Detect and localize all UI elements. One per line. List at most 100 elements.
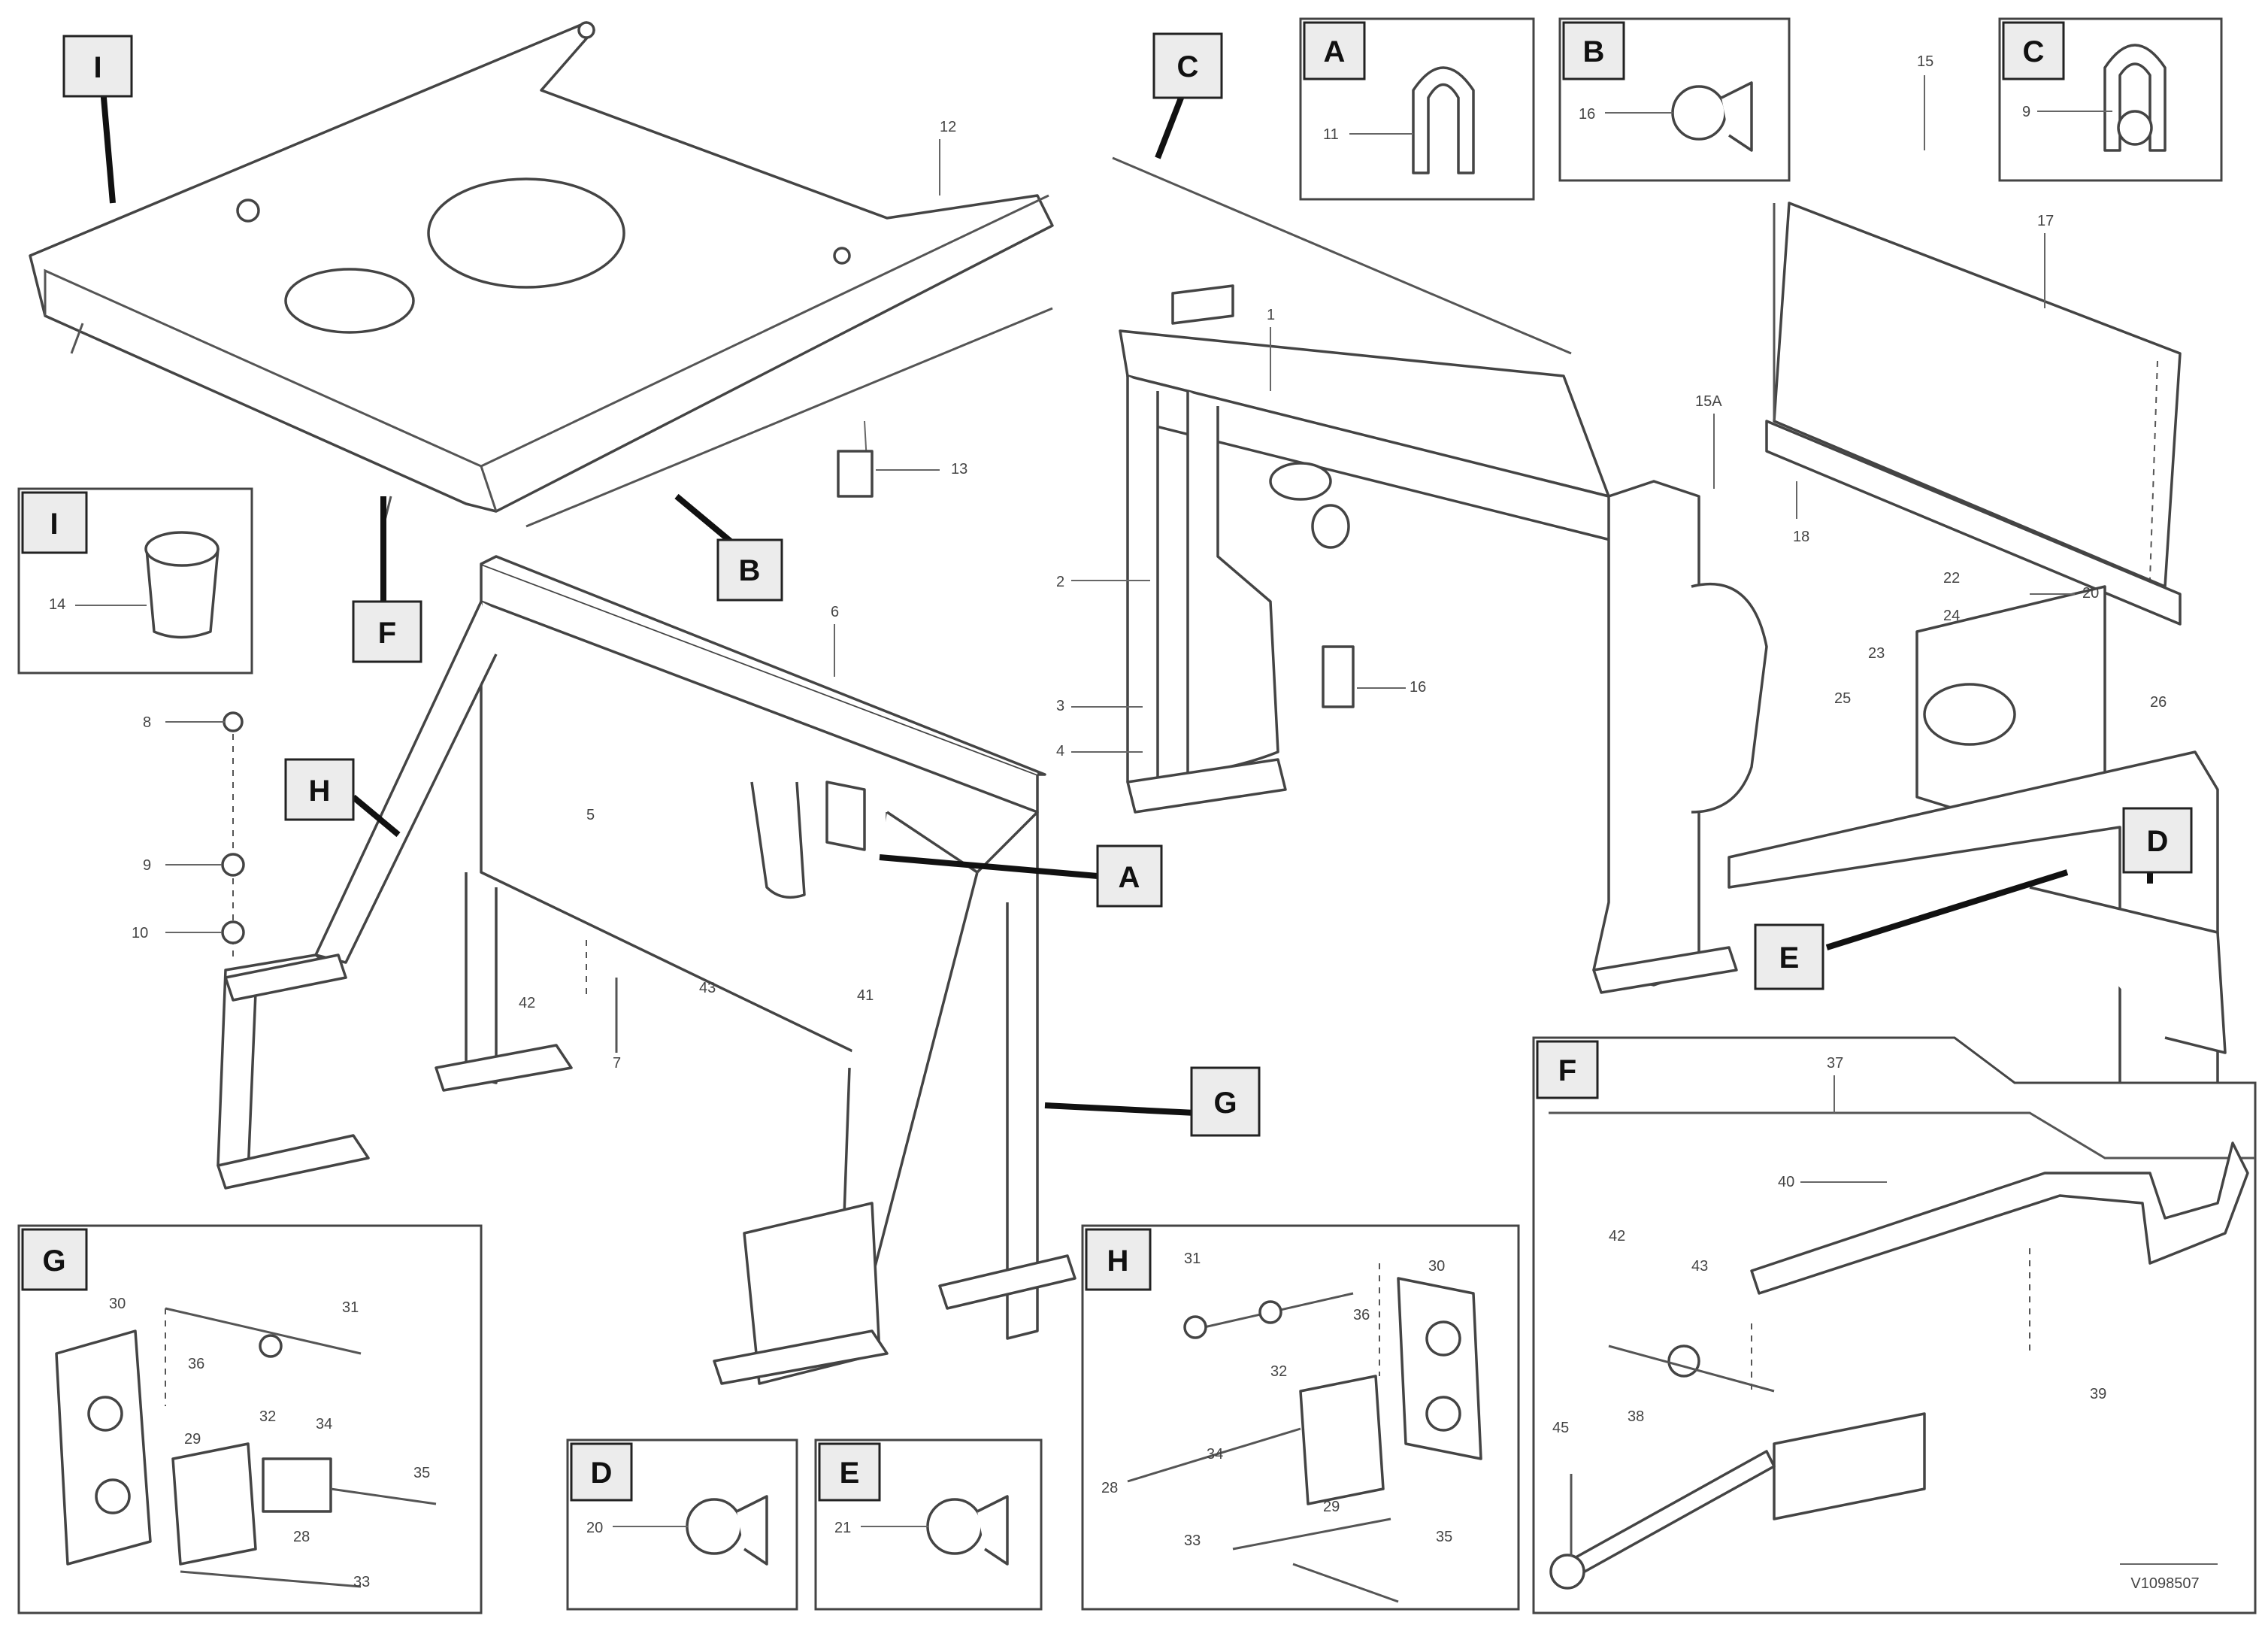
inset-i: I 14 bbox=[17, 487, 253, 675]
inset-f-part-43: 43 bbox=[1691, 1258, 1708, 1275]
part-15-label: 15 bbox=[1917, 53, 1933, 70]
part-42-label: 42 bbox=[519, 995, 535, 1011]
part-2-label: 2 bbox=[1056, 574, 1064, 590]
inset-f: F bbox=[1532, 1036, 2257, 1614]
callout-d: D bbox=[2147, 825, 2169, 858]
part-7-label: 7 bbox=[613, 1055, 621, 1072]
inset-h-part-30: 30 bbox=[1428, 1258, 1445, 1275]
callout-g: G bbox=[1213, 1087, 1237, 1120]
inset-f-part-40: 40 bbox=[1778, 1174, 1794, 1190]
inset-g-part-32: 32 bbox=[259, 1408, 276, 1425]
inset-g-part-30: 30 bbox=[109, 1296, 126, 1312]
part-22-label: 22 bbox=[1943, 570, 1960, 587]
inset-a: A 11 bbox=[1299, 17, 1535, 201]
callout-f: F bbox=[378, 617, 396, 650]
inset-g-part-35: 35 bbox=[413, 1465, 430, 1481]
inset-g-part-29: 29 bbox=[184, 1431, 201, 1448]
callout-c: C bbox=[1177, 50, 1199, 83]
part-10-label: 10 bbox=[132, 925, 148, 941]
callout-i: I bbox=[93, 51, 101, 84]
callout-b: B bbox=[739, 554, 761, 587]
inset-c: C 9 bbox=[1998, 17, 2223, 182]
inset-g: G bbox=[17, 1224, 483, 1614]
inset-g-part-34: 34 bbox=[316, 1416, 332, 1432]
part-5-label: 5 bbox=[586, 807, 595, 823]
inset-h-part-29: 29 bbox=[1323, 1499, 1340, 1515]
callout-g-tag bbox=[1190, 1066, 1261, 1137]
callout-c-tag bbox=[1152, 32, 1223, 99]
part-26-label: 26 bbox=[2150, 694, 2167, 711]
inset-g-letter: G bbox=[42, 1244, 65, 1278]
right-panel bbox=[1727, 202, 2227, 1099]
part-23-label: 23 bbox=[1868, 645, 1885, 662]
inset-a-letter: A bbox=[1324, 35, 1346, 68]
inset-a-part: 11 bbox=[1323, 126, 1339, 143]
part-3-label: 3 bbox=[1056, 698, 1064, 714]
inset-c-part: 9 bbox=[2022, 104, 2030, 120]
callout-a: A bbox=[1119, 861, 1140, 894]
part-1-label: 1 bbox=[1267, 307, 1275, 323]
inset-f-part-42: 42 bbox=[1609, 1228, 1625, 1244]
inset-d-letter: D bbox=[591, 1457, 613, 1490]
inset-d-part: 20 bbox=[586, 1520, 603, 1536]
part-9-label: 9 bbox=[143, 857, 151, 874]
callout-e-tag bbox=[1754, 923, 1824, 990]
inset-h-part-36: 36 bbox=[1353, 1307, 1370, 1323]
part-16-label: 16 bbox=[1410, 679, 1426, 696]
part-25-label: 25 bbox=[1834, 690, 1851, 707]
part-15a-label: 15A bbox=[1695, 393, 1722, 410]
inset-g-part-28: 28 bbox=[293, 1529, 310, 1545]
part-8-label: 8 bbox=[143, 714, 151, 731]
inset-b-part: 16 bbox=[1579, 106, 1595, 123]
callout-d-tag bbox=[2122, 807, 2193, 874]
part-12-label: 12 bbox=[940, 119, 956, 135]
callout-h-tag bbox=[284, 758, 355, 821]
inset-f-part-37: 37 bbox=[1827, 1055, 1843, 1072]
part-41-label: 41 bbox=[857, 987, 874, 1004]
inset-f-part-39: 39 bbox=[2090, 1386, 2106, 1402]
inset-g-part-33: 33 bbox=[353, 1574, 370, 1590]
inset-g-part-36: 36 bbox=[188, 1356, 204, 1372]
inset-h-part-28: 28 bbox=[1101, 1480, 1118, 1496]
part-43-label: 43 bbox=[699, 980, 716, 996]
inset-c-letter: C bbox=[2023, 35, 2045, 68]
inset-e: E 21 bbox=[814, 1438, 1043, 1611]
inset-b-letter: B bbox=[1583, 35, 1605, 68]
part-18-label: 18 bbox=[1793, 529, 1809, 545]
inset-h: H bbox=[1081, 1224, 1520, 1611]
inset-i-letter: I bbox=[50, 508, 58, 541]
top-cover-plate bbox=[29, 21, 1054, 527]
callout-a-tag bbox=[1096, 844, 1163, 908]
callout-f-tag bbox=[352, 600, 422, 663]
part-24-label: 24 bbox=[1943, 608, 1960, 624]
inset-f-part-45: 45 bbox=[1552, 1420, 1569, 1436]
inset-b: B 16 bbox=[1558, 17, 1791, 182]
main-frame bbox=[217, 555, 1076, 1385]
inset-h-part-33: 33 bbox=[1184, 1532, 1201, 1549]
part-6-label: 6 bbox=[831, 604, 839, 620]
inset-h-part-32: 32 bbox=[1270, 1363, 1287, 1380]
inset-h-part-31: 31 bbox=[1184, 1251, 1201, 1267]
inset-f-letter: F bbox=[1558, 1054, 1576, 1087]
part-13-label: 13 bbox=[951, 461, 967, 477]
inset-f-part-38: 38 bbox=[1628, 1408, 1644, 1425]
callout-i-tag bbox=[62, 35, 133, 98]
inset-e-part: 21 bbox=[834, 1520, 851, 1536]
inset-i-part: 14 bbox=[49, 596, 65, 613]
part-4-label: 4 bbox=[1056, 743, 1064, 759]
callout-h: H bbox=[309, 775, 331, 808]
callout-b-tag bbox=[716, 538, 783, 602]
inset-g-part-31: 31 bbox=[342, 1299, 359, 1316]
inset-e-letter: E bbox=[840, 1457, 860, 1490]
part-17-label: 17 bbox=[2037, 213, 2054, 229]
callout-e: E bbox=[1779, 941, 1800, 975]
left-bolts: 8 9 10 bbox=[132, 711, 245, 963]
part-20-label: 20 bbox=[2082, 585, 2099, 602]
inset-h-letter: H bbox=[1107, 1244, 1129, 1278]
support-frame bbox=[1119, 284, 1768, 994]
inset-h-part-35: 35 bbox=[1436, 1529, 1452, 1545]
figure-code: V1098507 bbox=[2130, 1575, 2199, 1592]
inset-d: D 20 bbox=[566, 1438, 798, 1611]
inset-h-part-34: 34 bbox=[1207, 1446, 1223, 1463]
